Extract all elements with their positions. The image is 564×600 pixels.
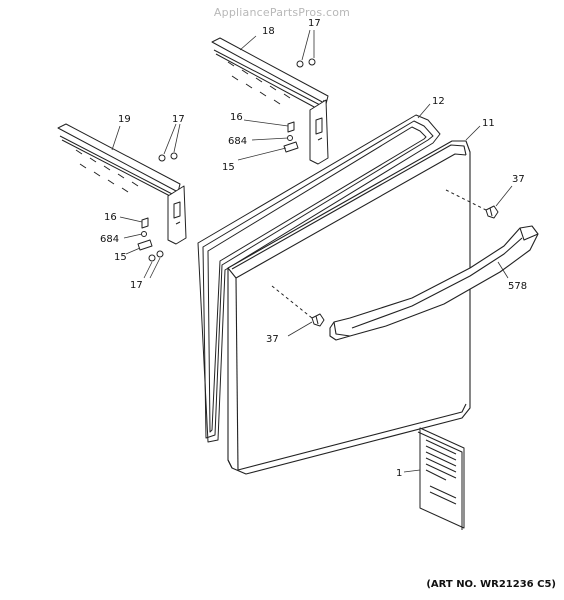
handle-screw-right [445, 189, 499, 219]
label-578: 578 [508, 281, 527, 292]
label-18: 18 [262, 26, 275, 37]
door-gasket [197, 114, 441, 443]
label-11: 11 [482, 118, 495, 129]
leader-lines [111, 29, 513, 473]
label-15-top: 15 [222, 162, 235, 173]
label-37-right: 37 [512, 174, 525, 185]
label-1: 1 [396, 468, 402, 479]
label-37-left: 37 [266, 334, 279, 345]
door-bracket-left [57, 123, 187, 245]
label-12: 12 [432, 96, 445, 107]
art-number: (ART NO. WR21236 C5) [426, 579, 556, 590]
label-17-top: 17 [308, 18, 321, 29]
label-19: 19 [118, 114, 131, 125]
label-684-left: 684 [100, 234, 119, 245]
door-handle [329, 225, 539, 341]
owners-manual [417, 427, 465, 530]
bracket-screws-mid [158, 152, 178, 162]
label-16-top: 16 [230, 112, 243, 123]
label-17-low: 17 [130, 280, 143, 291]
part-number-labels: 18 17 16 684 15 12 11 19 17 16 684 15 17… [100, 18, 527, 479]
label-17-mid: 17 [172, 114, 185, 125]
bracket-screws-low [148, 250, 164, 262]
handle-screw-left [271, 285, 325, 327]
label-15-left: 15 [114, 252, 127, 263]
hinge-pin-group-upper [283, 121, 299, 153]
label-684-top: 684 [228, 136, 247, 147]
bracket-screws-top [296, 58, 316, 68]
freezer-door-panel [227, 140, 471, 475]
hinge-pin-group-left [137, 217, 153, 251]
door-bracket-right [211, 37, 329, 165]
watermark: AppliancePartsPros.com [213, 6, 351, 19]
label-16-left: 16 [104, 212, 117, 223]
